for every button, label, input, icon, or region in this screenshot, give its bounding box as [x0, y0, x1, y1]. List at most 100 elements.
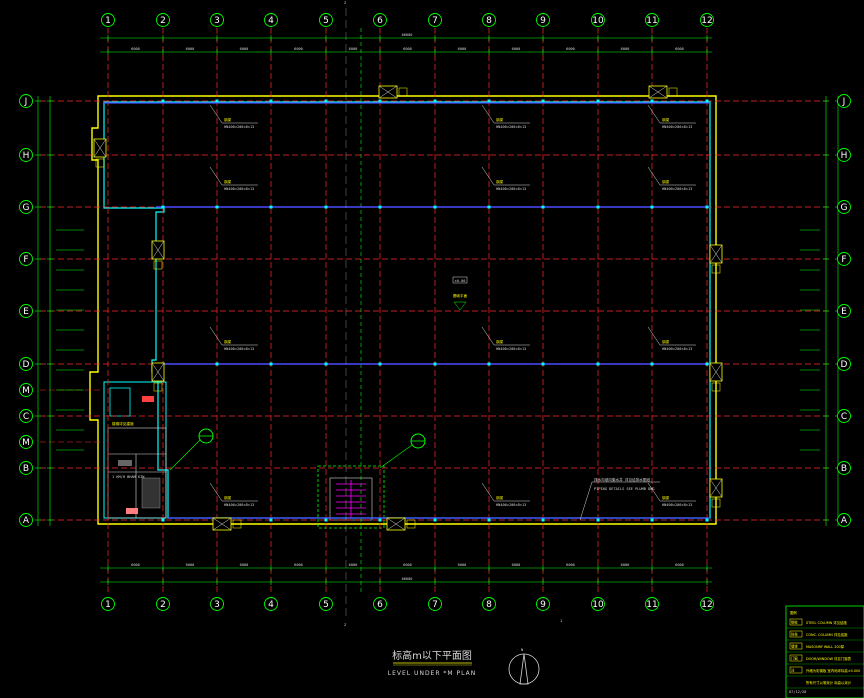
north-arrow: N — [508, 648, 540, 685]
axis-label-col: 9 — [540, 600, 546, 610]
legend-swatch — [789, 618, 803, 626]
door-symbol — [709, 478, 723, 508]
axis-bubble-minor-1[interactable]: M — [19, 435, 33, 449]
legend-key: 门窗 — [791, 656, 798, 661]
column-dot — [596, 99, 600, 103]
dim-text-bottom: 6000 — [512, 563, 521, 567]
legend-item-text: 外墙为彩钢板 室内地坪标高±0.000 — [806, 668, 860, 673]
bubble-circle — [264, 597, 278, 611]
bubble-circle — [19, 200, 33, 214]
axis-bubble-col-12-bottom[interactable]: 12 — [700, 597, 714, 611]
axis-bubble-col-5-top[interactable]: 5 — [319, 13, 333, 27]
axis-bubble-row-E-right[interactable]: E — [837, 304, 851, 318]
dim-text-top: 6000 — [458, 47, 467, 51]
bubble-circle — [428, 13, 442, 27]
axis-bubble-col-6-top[interactable]: 6 — [373, 13, 387, 27]
axis-label-row: B — [841, 464, 847, 474]
bubble-circle — [837, 513, 851, 527]
axis-label-row: C — [23, 412, 29, 422]
axis-bubble-row-J-right[interactable]: J — [837, 94, 851, 108]
door-swing — [648, 85, 668, 99]
axis-bubble-col-8-bottom[interactable]: 8 — [482, 597, 496, 611]
column-dot — [433, 205, 437, 209]
axis-bubble-row-B-left[interactable]: B — [19, 461, 33, 475]
axis-bubble-row-A-left[interactable]: A — [19, 513, 33, 527]
dim-text-top: 6000 — [131, 47, 140, 51]
axis-label-col: 5 — [323, 16, 329, 26]
axis-bubble-row-B-right[interactable]: B — [837, 461, 851, 475]
axis-bubble-col-2-bottom[interactable]: 2 — [156, 597, 170, 611]
axis-bubble-minor-0[interactable]: M — [19, 383, 33, 397]
axis-bubble-row-D-right[interactable]: D — [837, 357, 851, 371]
bubble-circle — [19, 252, 33, 266]
axis-bubble-col-1-bottom[interactable]: 1 — [101, 597, 115, 611]
axis-bubble-row-J-left[interactable]: J — [19, 94, 33, 108]
axis-label-col: 3 — [214, 600, 220, 610]
axis-bubble-col-11-bottom[interactable]: 11 — [645, 597, 659, 611]
axis-label-col: 8 — [486, 600, 492, 610]
axis-bubble-row-G-right[interactable]: G — [837, 200, 851, 214]
axis-bubble-row-F-left[interactable]: F — [19, 252, 33, 266]
axis-bubble-row-C-left[interactable]: C — [19, 409, 33, 423]
axis-bubble-col-7-bottom[interactable]: 7 — [428, 597, 442, 611]
axis-bubble-row-E-left[interactable]: E — [19, 304, 33, 318]
detail-callout-left[interactable] — [169, 428, 214, 471]
bubble-circle — [210, 597, 224, 611]
axis-bubble-row-C-right[interactable]: C — [837, 409, 851, 423]
tag-bottom-text: HN400×200×8×13 — [496, 503, 526, 507]
svg-text:1 KM/H BHAM KIN: 1 KM/H BHAM KIN — [112, 475, 144, 479]
axis-bubble-col-9-bottom[interactable]: 9 — [536, 597, 550, 611]
axis-bubbles-rows[interactable]: J J H H G G F F E E D D C C B B A A M M — [19, 94, 851, 527]
axis-bubble-col-1-top[interactable]: 1 — [101, 13, 115, 27]
column-dot — [705, 362, 709, 366]
bubble-circle — [156, 13, 170, 27]
tag-leader — [209, 104, 223, 124]
axis-bubble-row-G-left[interactable]: G — [19, 200, 33, 214]
axis-bubble-col-2-top[interactable]: 2 — [156, 13, 170, 27]
section-marks: Z Z 1 — [344, 1, 562, 627]
axis-bubble-col-10-bottom[interactable]: 10 — [591, 597, 605, 611]
axis-bubble-row-H-left[interactable]: H — [19, 148, 33, 162]
axis-bubble-col-8-top[interactable]: 8 — [482, 13, 496, 27]
axis-bubble-col-12-top[interactable]: 12 — [700, 13, 714, 27]
axis-bubble-row-F-right[interactable]: F — [837, 252, 851, 266]
axis-bubble-col-11-top[interactable]: 11 — [645, 13, 659, 27]
axis-bubble-col-4-bottom[interactable]: 4 — [264, 597, 278, 611]
axis-label-row: A — [23, 516, 30, 526]
axis-bubble-col-4-top[interactable]: 4 — [264, 13, 278, 27]
steel-beam-lines — [104, 99, 710, 522]
door-tag-box — [711, 264, 721, 274]
stair-hatch — [336, 480, 366, 518]
door-symbol — [386, 517, 416, 531]
axis-bubble-row-D-left[interactable]: D — [19, 357, 33, 371]
axis-bubble-col-3-top[interactable]: 3 — [210, 13, 224, 27]
axis-bubble-col-7-top[interactable]: 7 — [428, 13, 442, 27]
column-dot — [705, 518, 709, 522]
tag-bottom-text: HN400×200×8×13 — [496, 125, 526, 129]
axis-label-col: 1 — [105, 16, 111, 26]
dim-text-top: 6000 — [675, 47, 684, 51]
column-dot — [378, 99, 382, 103]
axis-bubble-col-9-top[interactable]: 9 — [536, 13, 550, 27]
axis-bubble-row-A-right[interactable]: A — [837, 513, 851, 527]
axis-bubble-col-10-top[interactable]: 10 — [591, 13, 605, 27]
tag-bottom-text: HN400×200×8×13 — [496, 347, 526, 351]
dim-text-bottom: 6000 — [186, 563, 195, 567]
axis-bubble-col-6-bottom[interactable]: 6 — [373, 597, 387, 611]
tag-bottom-text: HN400×200×8×13 — [224, 125, 254, 129]
door-swing — [212, 517, 232, 531]
detail-callout-center[interactable] — [379, 433, 426, 469]
axis-bubble-col-3-bottom[interactable]: 3 — [210, 597, 224, 611]
corner-code: 07/12/20 — [789, 690, 806, 694]
bubble-circle — [319, 13, 333, 27]
axis-bubble-row-H-right[interactable]: H — [837, 148, 851, 162]
legend-title: 图例 — [790, 610, 797, 615]
door-swing — [93, 138, 107, 158]
axis-bubble-col-5-bottom[interactable]: 5 — [319, 597, 333, 611]
